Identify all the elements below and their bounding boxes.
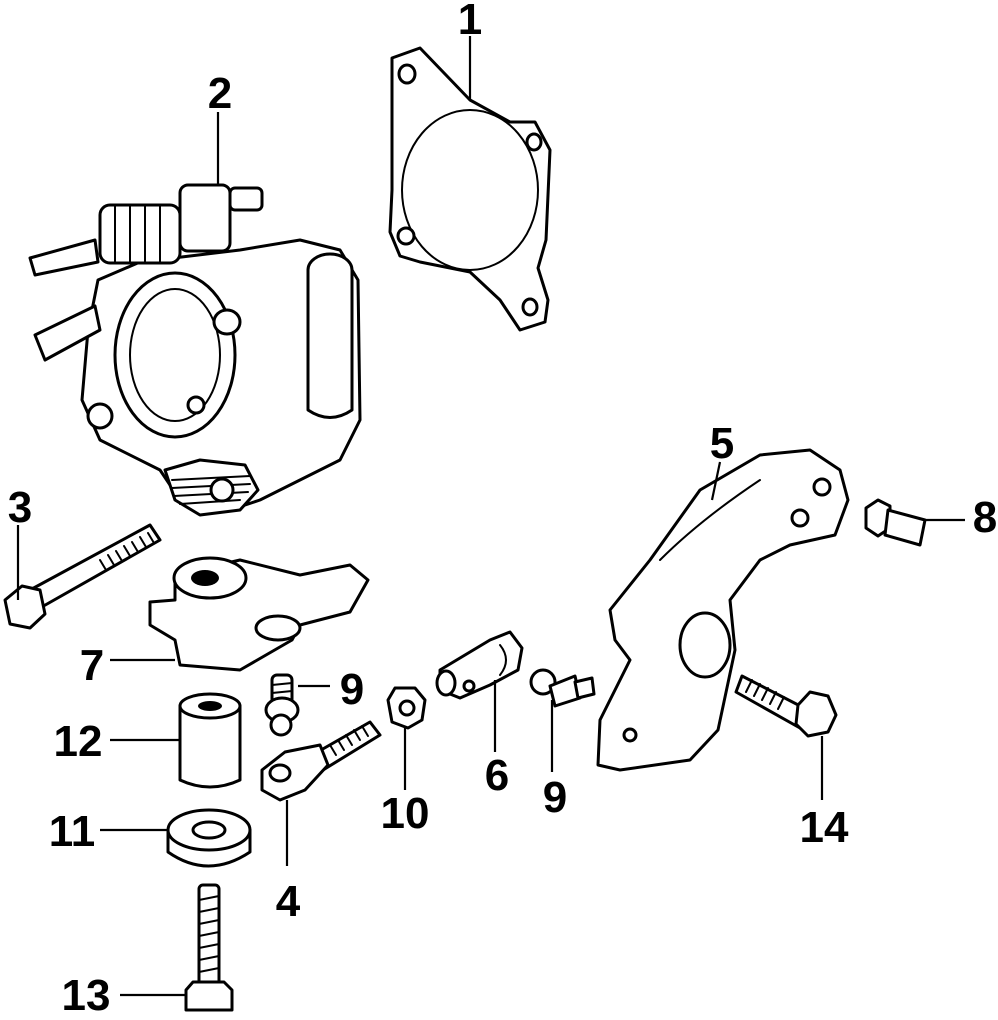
callout-13: 13 [62, 971, 111, 1020]
callout-6: 6 [485, 751, 509, 800]
callout-3: 3 [8, 483, 32, 532]
throttle-lever-part-5 [596, 448, 850, 772]
callout-2: 2 [208, 69, 232, 118]
flange-bolt-part-14 [734, 674, 838, 738]
callout-9-left: 9 [340, 665, 364, 714]
callout-7: 7 [80, 641, 104, 690]
callout-9-right: 9 [543, 773, 567, 822]
leader-lines [16, 36, 965, 997]
long-bolt-part-3 [3, 523, 162, 630]
rod-end-part-4 [260, 720, 382, 802]
ball-stud-part-9-left [264, 673, 300, 737]
vertical-bolt-part-13 [184, 883, 234, 1012]
washer-part-11 [166, 808, 252, 868]
callout-12: 12 [54, 717, 103, 766]
callout-8: 8 [973, 493, 997, 542]
callout-5: 5 [710, 419, 734, 468]
nut-part-10 [386, 686, 427, 730]
spacer-part-12 [178, 692, 242, 789]
throttle-body-part-2 [28, 183, 362, 517]
callout-4: 4 [276, 877, 301, 926]
gasket-part-1 [388, 46, 552, 332]
callout-14: 14 [800, 803, 849, 852]
callout-1: 1 [458, 0, 482, 44]
callout-11: 11 [49, 807, 96, 856]
lever-bracket-part-7 [148, 556, 370, 672]
ball-stud-part-9-right [529, 668, 596, 708]
small-bolt-part-8 [864, 498, 927, 547]
callout-10: 10 [381, 789, 430, 838]
rod-end-part-6 [435, 630, 524, 700]
